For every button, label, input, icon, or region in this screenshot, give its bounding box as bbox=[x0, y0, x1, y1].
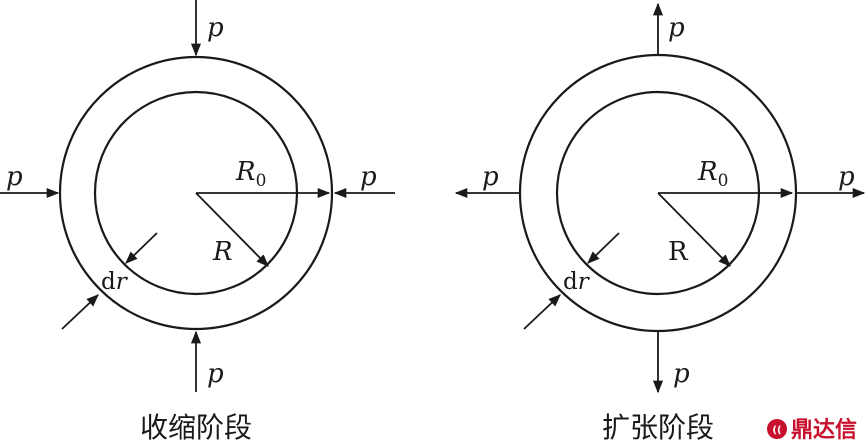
right-force-label-bottom: p bbox=[673, 359, 690, 389]
right-outer-radius-label: R0 bbox=[697, 157, 728, 191]
left-force-label-top: p bbox=[207, 13, 224, 43]
left-panel bbox=[0, 0, 395, 392]
watermark: (( 鼎达信 bbox=[767, 417, 857, 443]
left-force-label-right: p bbox=[360, 162, 377, 192]
right-thickness-label: dr bbox=[563, 269, 591, 295]
right-force-label-left: p bbox=[482, 162, 499, 192]
right-dr-arrow-inner bbox=[587, 232, 620, 264]
right-caption: 扩张阶段 bbox=[602, 411, 714, 444]
right-labels: p p p p R0 R dr 扩张阶段 bbox=[482, 13, 855, 444]
left-inner-radius-label: R bbox=[212, 237, 233, 267]
left-labels: p p p p R0 R dr 收缩阶段 bbox=[6, 13, 377, 444]
right-inner-radius-label: R bbox=[668, 237, 689, 267]
right-force-label-top: p bbox=[668, 13, 685, 43]
left-thickness-label: dr bbox=[101, 269, 129, 295]
left-outer-circle bbox=[58, 55, 334, 331]
right-force-label-right: p bbox=[838, 162, 855, 192]
right-inner-radius-line bbox=[657, 192, 731, 267]
left-outer-radius-label: R0 bbox=[235, 157, 266, 191]
left-dr-arrow-outer bbox=[61, 294, 99, 330]
right-panel bbox=[454, 2, 866, 394]
left-caption: 收缩阶段 bbox=[140, 411, 252, 444]
watermark-logo-glyph: (( bbox=[772, 425, 781, 436]
right-dr-arrow-outer bbox=[523, 294, 561, 330]
left-dr-arrow-inner bbox=[125, 232, 158, 264]
watermark-text: 鼎达信 bbox=[791, 417, 857, 443]
left-force-label-bottom: p bbox=[207, 359, 224, 389]
watermark-logo-icon bbox=[767, 419, 787, 439]
left-inner-radius-line bbox=[195, 192, 269, 267]
left-force-label-left: p bbox=[6, 162, 23, 192]
